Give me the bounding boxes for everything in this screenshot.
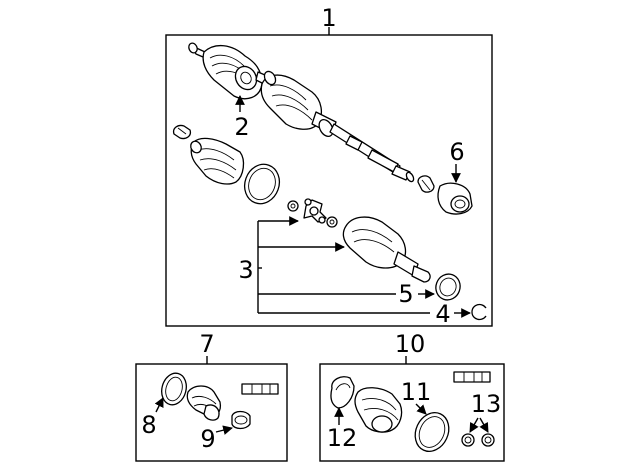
outer-boot-kit-box [135,363,288,462]
callout-8-arrow [154,397,164,413]
inner-boot-kit-group: 10 12 11 [319,330,505,462]
boot-clamp-large [243,163,281,205]
kit10-shaft [453,371,491,383]
outer-boot [190,137,245,185]
bearing-part-6 [437,182,473,215]
kit7-small-clamp [231,410,251,430]
kit10-large-clamp [414,412,450,452]
callout-11: 11 [401,378,432,406]
callout-3-bracket [257,216,430,314]
callout-2: 2 [234,113,249,141]
inner-joint-housing [342,216,431,283]
inner-boot-kit-box [319,363,505,462]
snap-ring-4 [471,303,487,321]
kit10-circlips [461,433,495,447]
seal-ring-5 [435,273,461,301]
kit10-boot [354,387,403,433]
kit7-boot [186,385,222,421]
callout-3: 3 [238,256,253,284]
callout-1: 1 [321,4,336,32]
axle-shaft-assembly [188,42,415,183]
outer-boot-kit-group: 7 8 9 [135,330,288,462]
kit7-clamp-ring [161,372,187,406]
boot-clamp-small [172,124,192,140]
callout-9-arrow [215,425,233,435]
kit10-small-clamp [330,376,355,409]
main-assembly-group: 1 [165,4,493,328]
callout-10: 10 [395,330,426,358]
kit7-shaft [241,383,279,395]
callout-4: 4 [435,300,450,328]
callout-8: 8 [141,411,156,439]
callout-11-arrow [415,403,427,415]
circlip-right [326,216,338,228]
callout-12: 12 [327,424,358,452]
hub-ring [417,175,435,193]
callout-6: 6 [449,138,464,166]
circlip-left [287,200,299,212]
callout-13-arrow-right [479,417,489,433]
callout-13: 13 [471,390,502,418]
tripod-joint [303,198,327,224]
callout-7: 7 [199,330,214,358]
callout-5: 5 [398,280,413,308]
callout-13-arrow-left [469,417,479,433]
callout-9: 9 [200,425,215,453]
